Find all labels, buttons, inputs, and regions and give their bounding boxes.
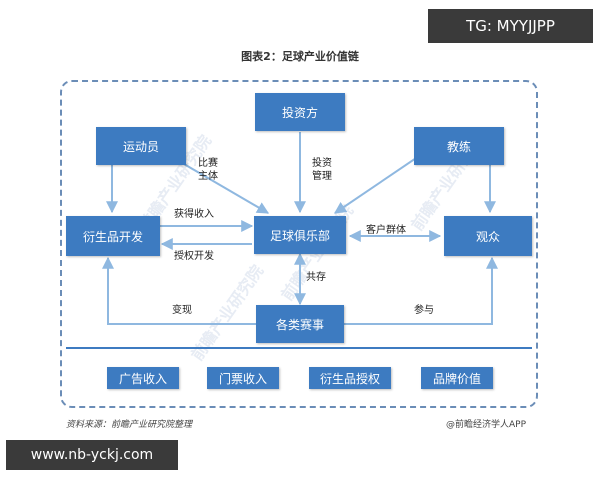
node-investor: 投资方 <box>255 93 345 131</box>
label-match-subject: 比赛 主体 <box>198 158 218 182</box>
diagram-frame <box>60 80 538 408</box>
arrow-events-merch <box>102 256 256 325</box>
arrow-events-audience <box>344 256 498 325</box>
footer-brand: @前瞻经济学人APP <box>446 420 527 430</box>
label-invest-manage: 投资 管理 <box>312 158 332 182</box>
separator-line <box>66 347 532 349</box>
watermark-tg: TG: MYYJJPP <box>428 9 593 43</box>
label-participate: 参与 <box>414 305 434 316</box>
node-club: 足球俱乐部 <box>254 216 346 254</box>
footer-source: 资料来源：前瞻产业研究院整理 <box>66 420 193 430</box>
node-audience: 观众 <box>444 216 532 256</box>
node-events: 各类赛事 <box>256 305 344 343</box>
label-get-income: 获得收入 <box>174 209 214 220</box>
label-monetize: 变现 <box>172 305 192 316</box>
label-license-dev: 授权开发 <box>174 251 214 262</box>
diagram-title: 图表2：足球产业价值链 <box>241 50 359 63</box>
node-merch-dev: 衍生品开发 <box>66 216 160 256</box>
revenue-merch-license: 衍生品授权 <box>309 367 391 389</box>
label-customer-group: 客户群体 <box>366 225 406 236</box>
watermark-url: www.nb-yckj.com <box>6 440 178 470</box>
revenue-ads: 广告收入 <box>107 367 179 389</box>
node-athlete: 运动员 <box>96 127 186 165</box>
arrow-coach-club <box>334 149 429 214</box>
node-coach: 教练 <box>414 127 504 165</box>
label-coexist: 共存 <box>306 272 326 283</box>
revenue-brand: 品牌价值 <box>421 367 493 389</box>
revenue-tickets: 门票收入 <box>207 367 279 389</box>
